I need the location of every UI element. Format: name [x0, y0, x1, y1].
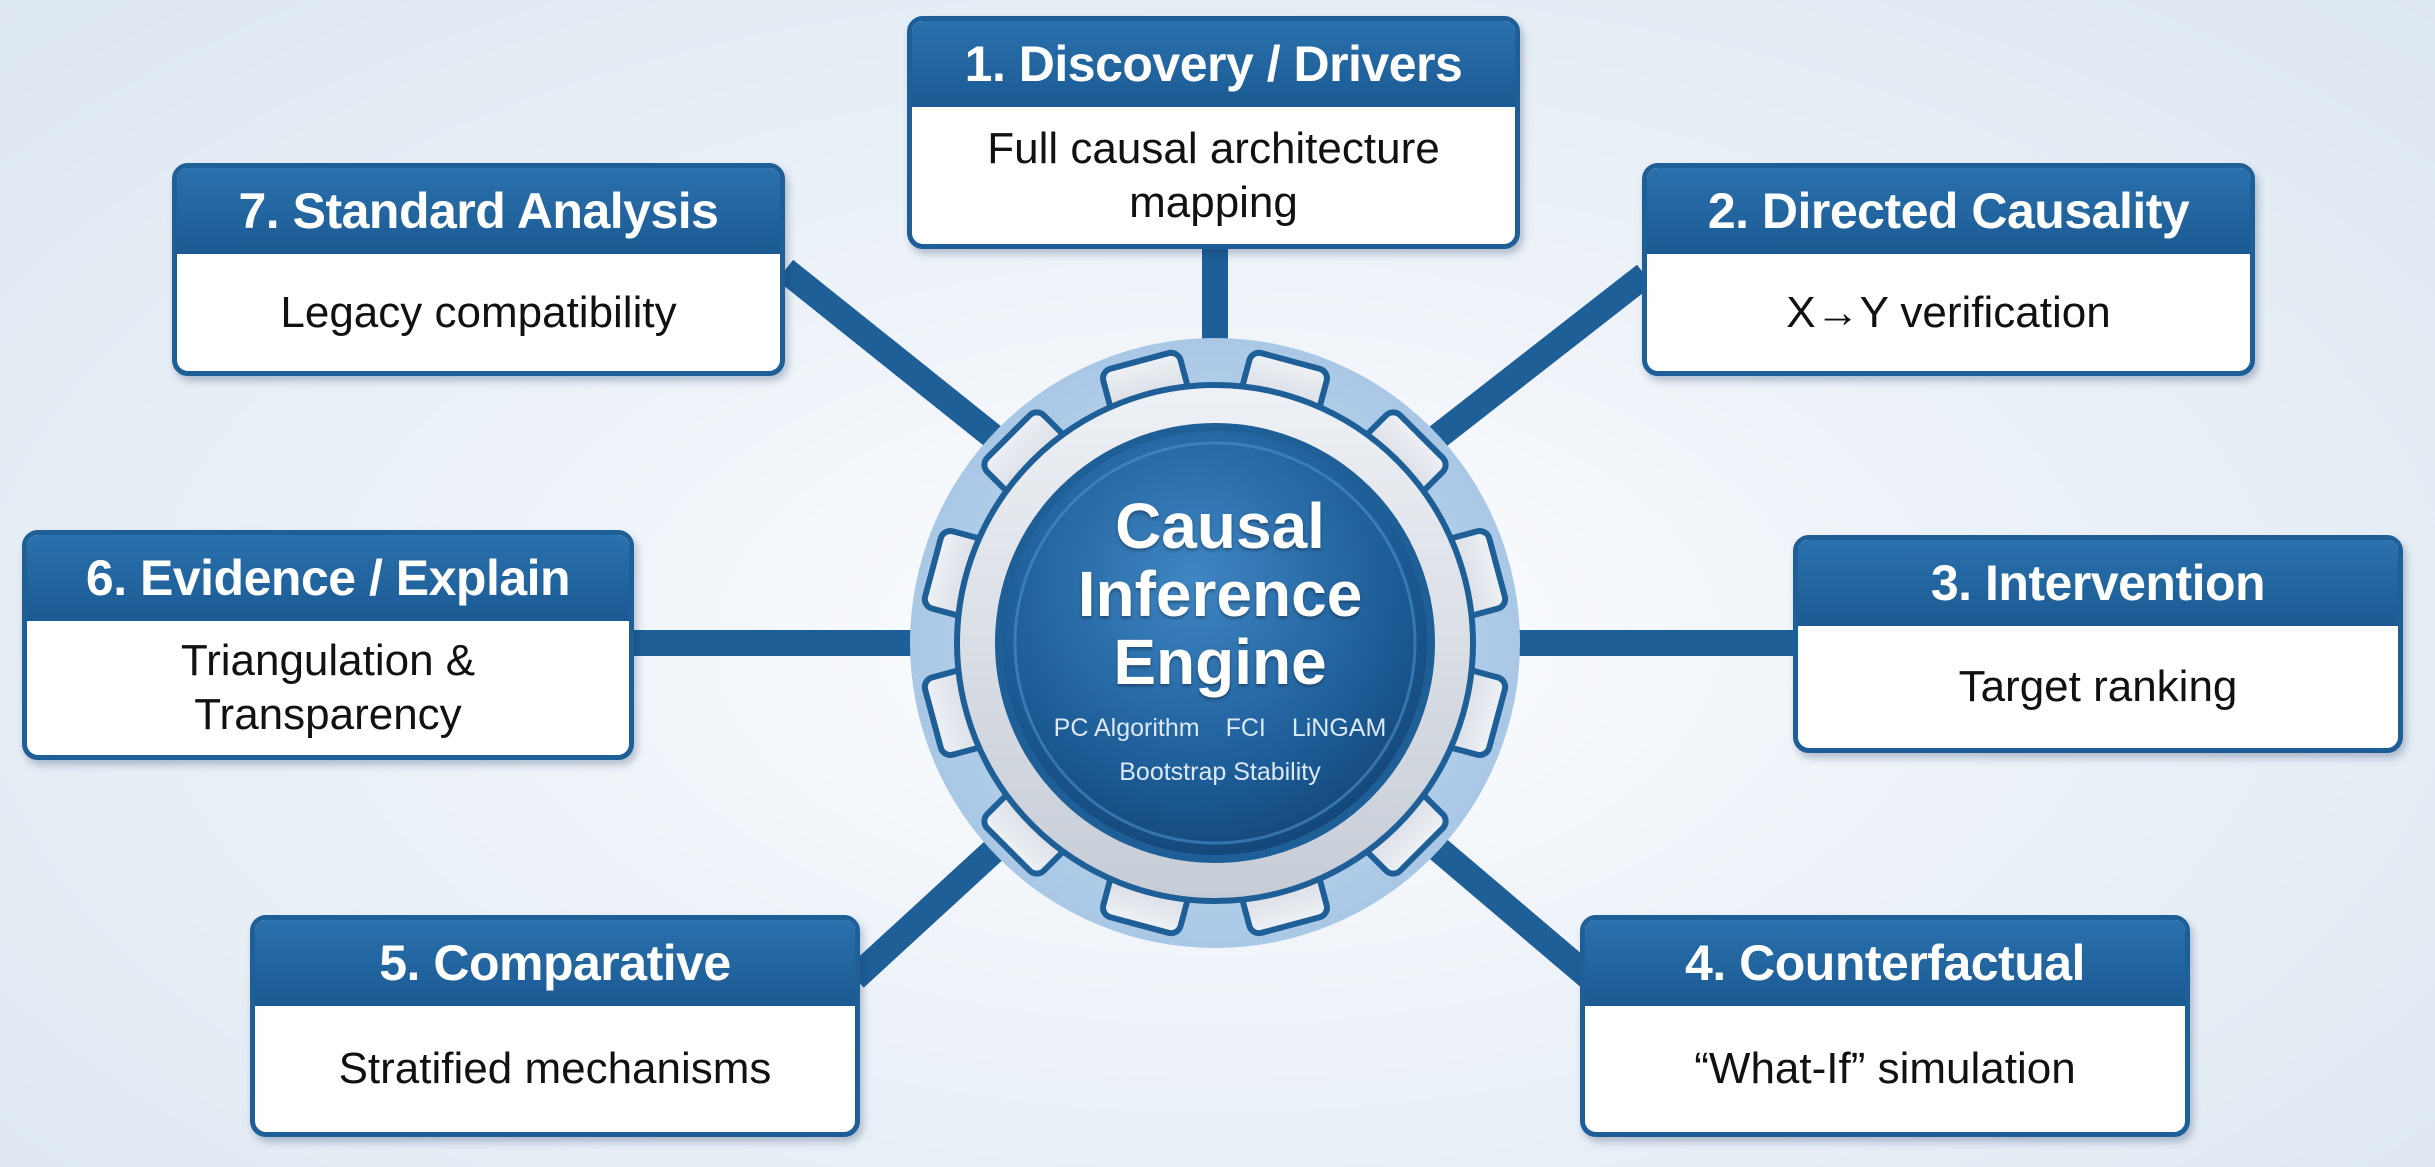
module-card-intervention: 3. Intervention Target ranking [1793, 535, 2403, 753]
module-desc-standard-analysis: Legacy compatibility [280, 287, 677, 337]
module-desc-discovery: Full causal architecture mapping [987, 123, 1440, 227]
module-desc-directed-causality: X→Y verification [1786, 287, 2111, 337]
module-title-intervention: 3. Intervention [1798, 540, 2398, 626]
module-card-evidence: 6. Evidence / Explain Triangulation & Tr… [22, 530, 634, 760]
module-title-discovery: 1. Discovery / Drivers [912, 21, 1515, 107]
module-title-comparative: 5. Comparative [255, 920, 855, 1006]
module-desc-intervention: Target ranking [1958, 662, 2238, 711]
module-card-comparative: 5. Comparative Stratified mechanisms [250, 915, 860, 1137]
engine-methods: PC Algorithm FCI LiNGAM [1010, 714, 1430, 743]
gear-core [995, 423, 1435, 863]
method-fci: FCI [1225, 714, 1266, 742]
engine-title: Causal Inference Engine [1077, 490, 1363, 698]
module-title-counterfactual: 4. Counterfactual [1585, 920, 2185, 1006]
engine-stability: Bootstrap Stability [1010, 758, 1430, 787]
module-title-evidence: 6. Evidence / Explain [27, 535, 629, 621]
module-card-counterfactual: 4. Counterfactual “What-If” simulation [1580, 915, 2190, 1137]
module-desc-comparative: Stratified mechanisms [338, 1044, 772, 1093]
method-pc: PC Algorithm [1053, 714, 1200, 742]
module-card-standard-analysis: 7. Standard Analysis Legacy compatibilit… [172, 163, 785, 376]
bootstrap-stability-label: Bootstrap Stability [1119, 758, 1321, 786]
module-desc-counterfactual: “What-If” simulation [1694, 1044, 2076, 1093]
module-title-directed-causality: 2. Directed Causality [1647, 168, 2250, 254]
module-desc-evidence: Triangulation & Transparency [180, 636, 476, 739]
module-card-discovery: 1. Discovery / Drivers Full causal archi… [907, 16, 1520, 249]
method-lingam: LiNGAM [1291, 714, 1387, 742]
module-title-standard-analysis: 7. Standard Analysis [177, 168, 780, 254]
module-card-directed-causality: 2. Directed Causality X→Y verification [1642, 163, 2255, 376]
